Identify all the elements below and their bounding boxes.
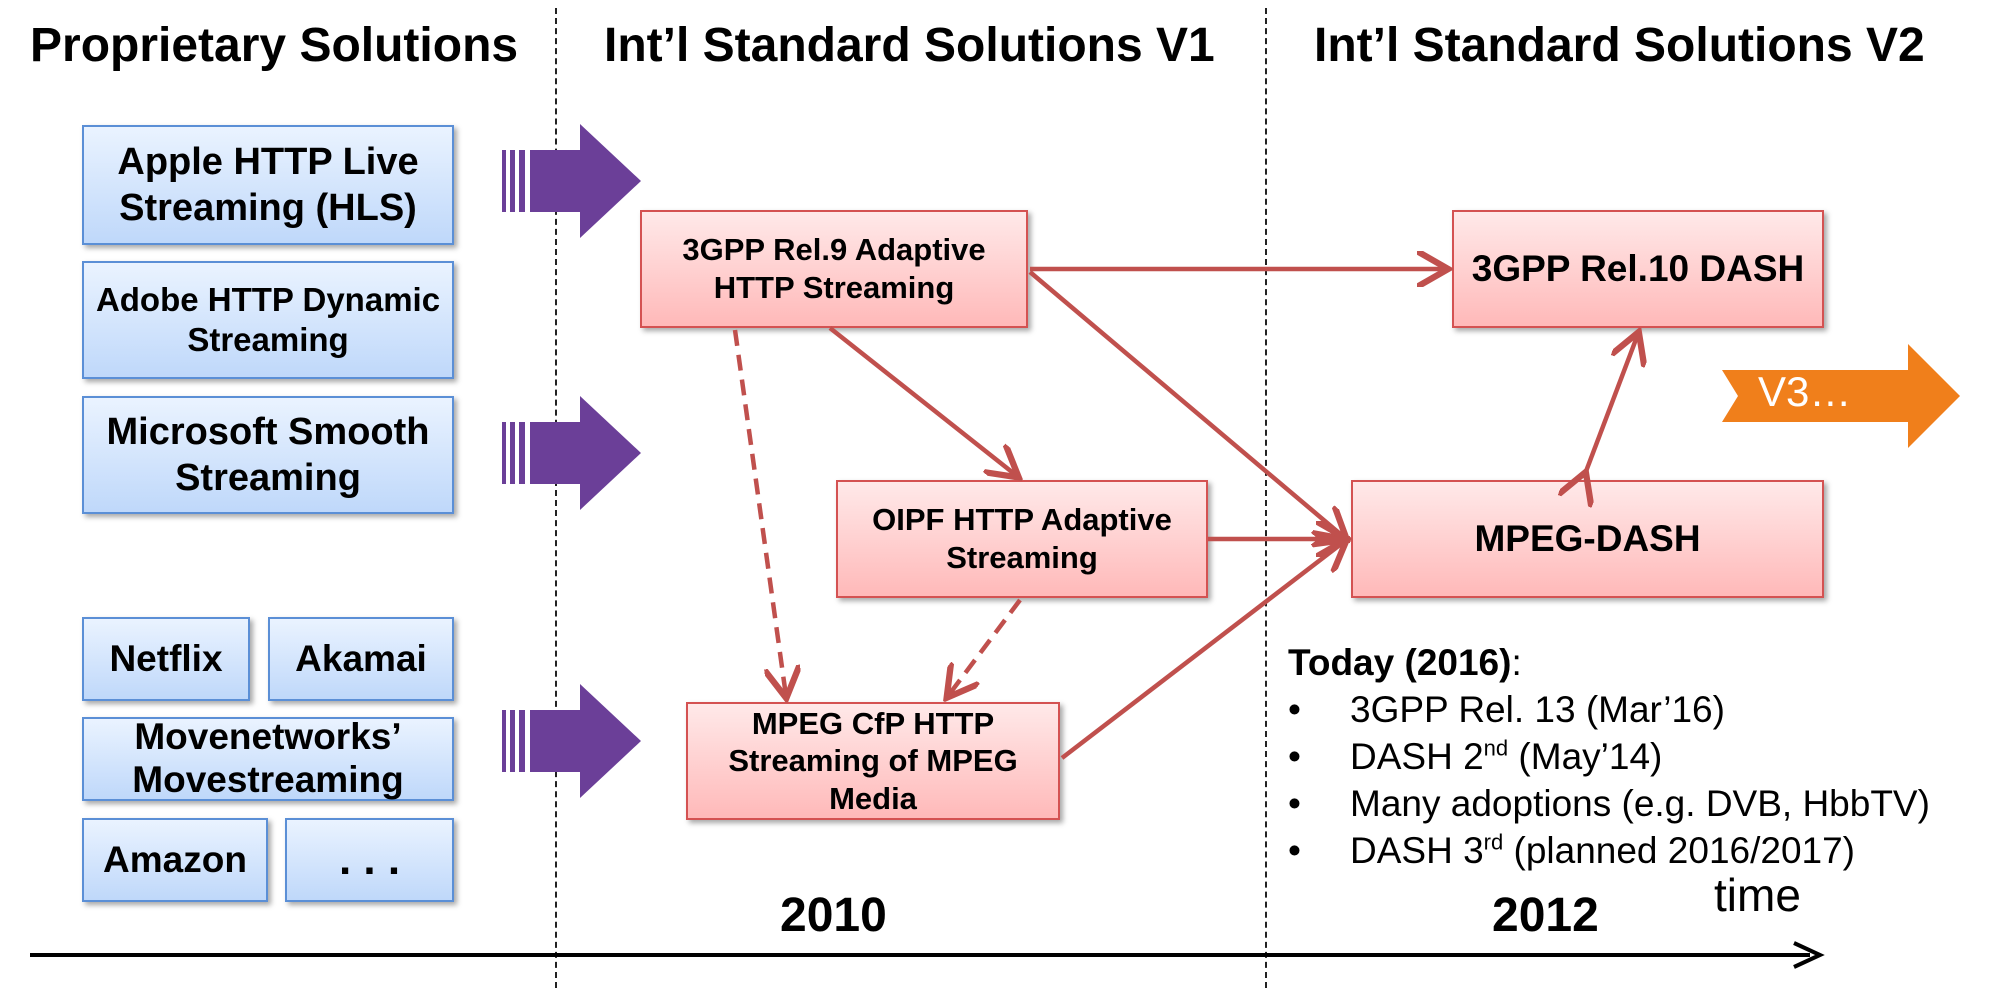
year-2010-label: 2010 <box>780 889 887 942</box>
today-section: Today (2016): • 3GPP Rel. 13 (Mar’16) • DA… <box>1288 640 1930 875</box>
list-item-text: DASH 3 <box>1350 829 1484 871</box>
box-oipf: OIPF HTTP Adaptive Streaming <box>836 480 1208 598</box>
bullet-icon: • <box>1288 782 1301 824</box>
today-heading: Today (2016): <box>1288 640 1930 687</box>
bullet-icon: • <box>1288 735 1301 777</box>
box-netflix-label: Netflix <box>109 638 223 680</box>
list-item-sup: rd <box>1483 829 1504 855</box>
box-akamai: Akamai <box>268 617 454 701</box>
purple-arrow-3 <box>502 684 641 798</box>
year-2012-label: 2012 <box>1492 889 1599 942</box>
v3-label: V3… <box>1758 368 1852 415</box>
arrow-rel9-to-mpeg-cfp-dashed <box>732 329 786 696</box>
box-3gpp-rel10-label: 3GPP Rel.10 DASH <box>1471 248 1805 290</box>
box-mpeg-dash-label: MPEG-DASH <box>1474 518 1701 560</box>
column-divider-2 <box>1265 8 1267 988</box>
column-title-v2: Int’l Standard Solutions V2 <box>1314 19 1925 72</box>
today-colon: : <box>1511 642 1522 683</box>
today-list: • 3GPP Rel. 13 (Mar’16) • DASH 2nd (May’14… <box>1288 687 1930 875</box>
box-3gpp-rel10: 3GPP Rel.10 DASH <box>1452 210 1824 328</box>
purple-arrow-1 <box>502 124 641 238</box>
arrow-rel9-to-oipf <box>828 326 1017 476</box>
bullet-icon: • <box>1288 829 1301 871</box>
box-ellipsis: . . . <box>285 818 454 902</box>
box-movenetworks-label: Movenetworks’ Movestreaming <box>132 716 404 800</box>
list-item-text: Many adoptions (e.g. DVB, HbbTV) <box>1350 782 1930 824</box>
box-3gpp-rel9: 3GPP Rel.9 Adaptive HTTP Streaming <box>640 210 1028 328</box>
column-divider-1 <box>555 8 557 988</box>
list-item-text: DASH 2 <box>1350 735 1484 777</box>
v3-arrow <box>1722 344 1960 448</box>
box-oipf-label: OIPF HTTP Adaptive Streaming <box>872 502 1172 575</box>
box-adobe-hds-label: Adobe HTTP Dynamic Streaming <box>95 280 441 358</box>
purple-arrow-2 <box>502 396 641 510</box>
box-amazon-label: Amazon <box>103 839 247 881</box>
arrow-oipf-to-mpeg-cfp-dashed <box>948 598 1022 696</box>
bullet-icon: • <box>1288 688 1301 730</box>
list-item: • DASH 2nd (May’14) <box>1288 734 1930 781</box>
time-axis-label: time <box>1714 869 1801 921</box>
box-microsoft-smooth: Microsoft Smooth Streaming <box>82 396 454 514</box>
list-item-after: (planned 2016/2017) <box>1503 829 1856 871</box>
box-adobe-hds: Adobe HTTP Dynamic Streaming <box>82 261 454 379</box>
box-apple-hls-label: Apple HTTP Live Streaming (HLS) <box>117 140 419 229</box>
box-akamai-label: Akamai <box>295 638 427 680</box>
arrow-mpeg-dash-rel10-bidirectional <box>1585 334 1638 474</box>
arrow-rel9-to-mpeg-dash <box>1028 270 1345 538</box>
box-movenetworks: Movenetworks’ Movestreaming <box>82 716 454 801</box>
box-apple-hls: Apple HTTP Live Streaming (HLS) <box>82 125 454 245</box>
box-3gpp-rel9-label: 3GPP Rel.9 Adaptive HTTP Streaming <box>682 232 986 305</box>
today-title: Today (2016) <box>1288 642 1512 683</box>
list-item-text: 3GPP Rel. 13 (Mar’16) <box>1350 688 1725 730</box>
list-item-after: (May’14) <box>1508 735 1663 777</box>
list-item: • Many adoptions (e.g. DVB, HbbTV) <box>1288 781 1930 828</box>
box-ellipsis-label: . . . <box>338 835 401 885</box>
arrow-mpeg-cfp-to-mpeg-dash <box>1060 541 1345 760</box>
box-amazon: Amazon <box>82 818 268 902</box>
box-microsoft-smooth-label: Microsoft Smooth Streaming <box>106 410 430 499</box>
box-mpeg-cfp: MPEG CfP HTTP Streaming of MPEG Media <box>686 702 1060 820</box>
list-item-sup: nd <box>1483 735 1509 761</box>
column-title-v1: Int’l Standard Solutions V1 <box>604 19 1215 72</box>
list-item: • DASH 3rd (planned 2016/2017) <box>1288 828 1930 875</box>
box-mpeg-cfp-label: MPEG CfP HTTP Streaming of MPEG Media <box>728 706 1018 816</box>
column-title-proprietary: Proprietary Solutions <box>30 19 519 72</box>
box-netflix: Netflix <box>82 617 250 701</box>
timeline-arrowhead <box>1793 941 1825 969</box>
list-item: • 3GPP Rel. 13 (Mar’16) <box>1288 687 1930 734</box>
